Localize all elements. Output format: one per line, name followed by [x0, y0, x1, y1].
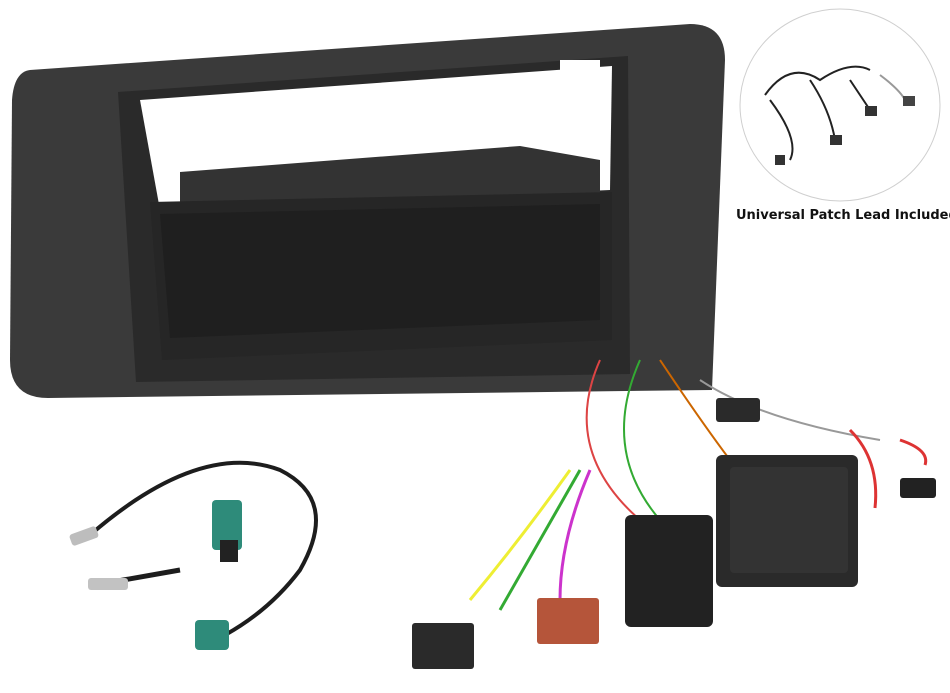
- patch-lead-caption: Universal Patch Lead Included: [736, 208, 950, 223]
- patch-lead-illustration: [739, 8, 941, 202]
- interface-harness: [412, 359, 936, 669]
- aerial-adapter: [69, 460, 318, 650]
- fascia-panel: [10, 24, 725, 398]
